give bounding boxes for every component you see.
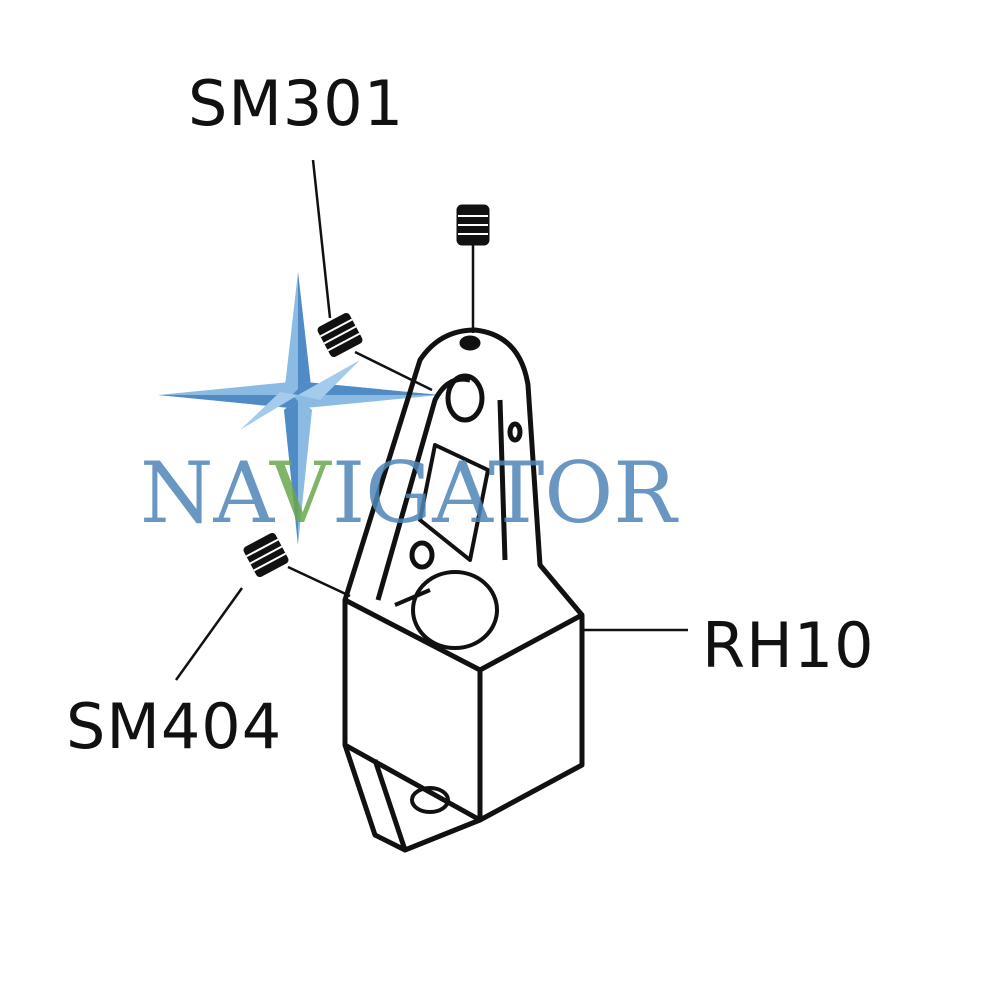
top-set-screw: [456, 204, 490, 246]
navigator-watermark: NA V IGATOR: [140, 444, 679, 542]
label-sm404: SM404: [66, 690, 282, 763]
leader-sm301: [311, 159, 332, 319]
leader-sm301-to-hole: [354, 350, 433, 392]
sm301-set-screw: [317, 312, 363, 358]
compass-star-icon: [158, 272, 440, 545]
sm404-set-screw: [243, 532, 289, 578]
watermark-text-left: NA: [140, 444, 276, 542]
leader-lines: [174, 159, 688, 681]
watermark-text-right: IGATOR: [332, 444, 679, 542]
leader-sm404: [174, 587, 244, 681]
label-sm301: SM301: [188, 67, 404, 140]
watermark-accent-letter: V: [269, 444, 332, 542]
label-rh10: RH10: [702, 609, 875, 682]
rh10-holder-body: [342, 327, 585, 853]
leader-sm404-to-hole: [287, 565, 351, 598]
